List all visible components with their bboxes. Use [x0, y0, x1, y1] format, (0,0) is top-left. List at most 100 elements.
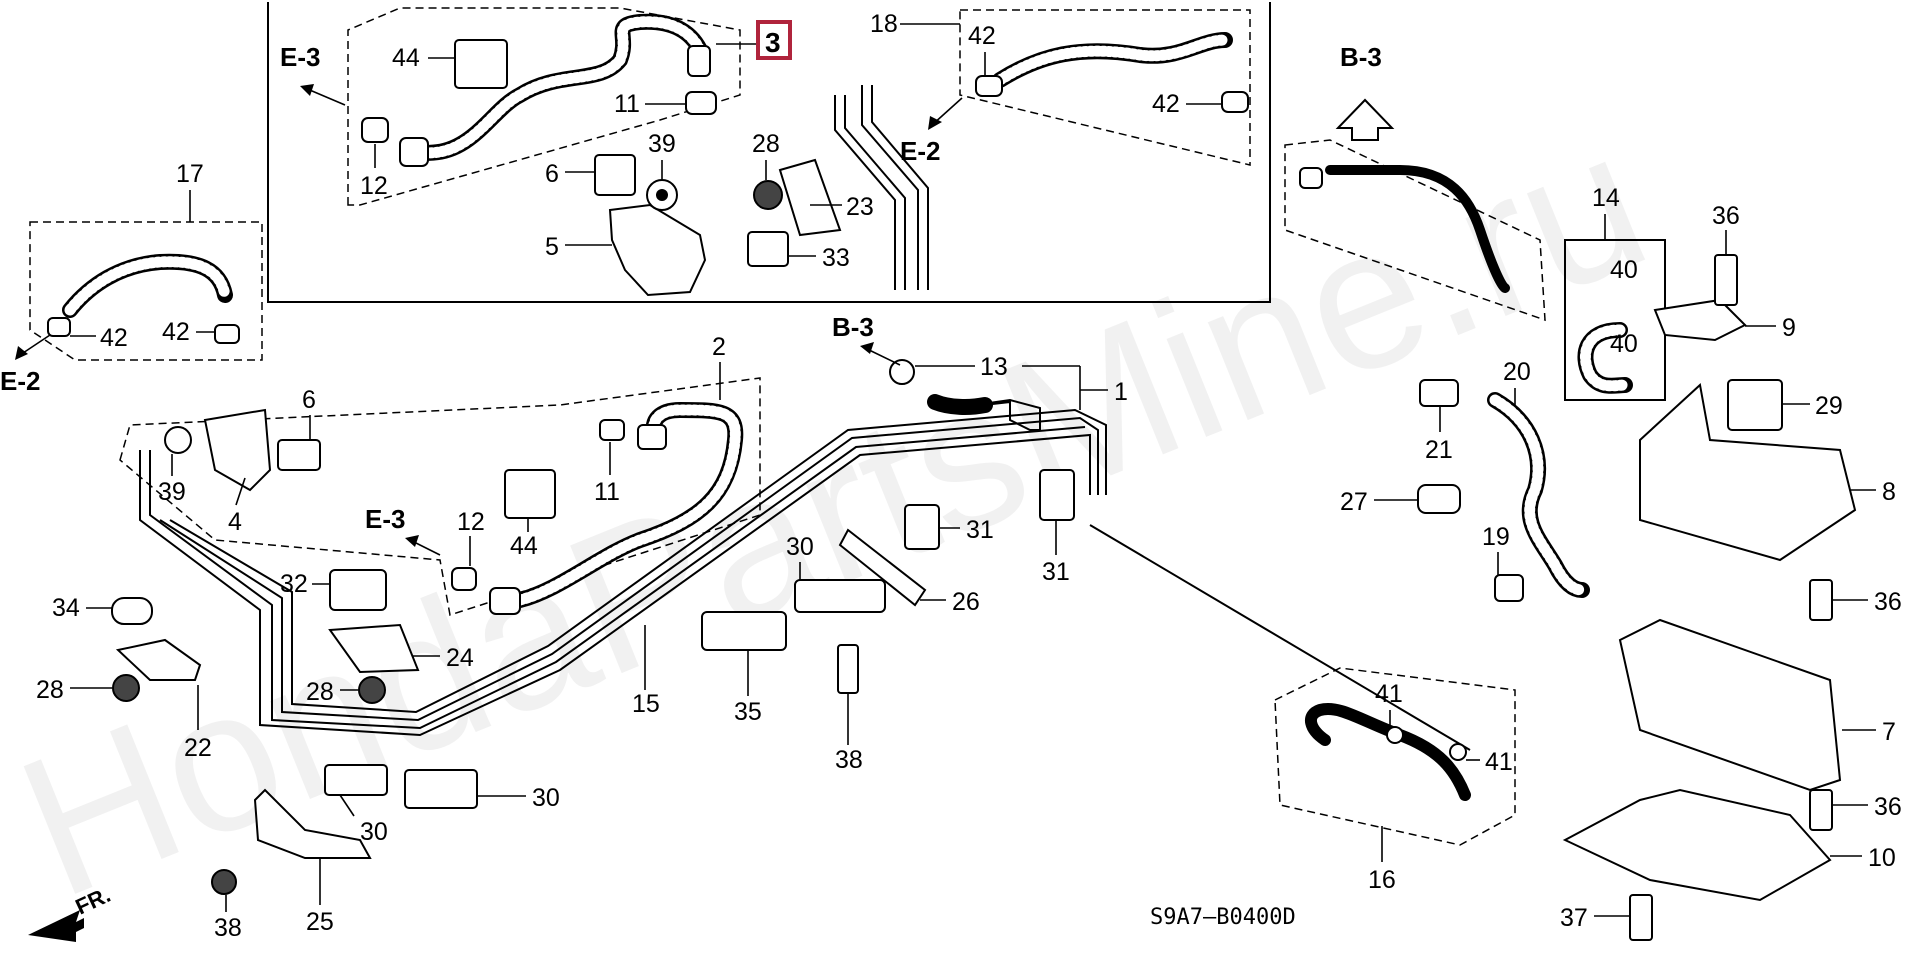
- part-label-42-left-b[interactable]: 42: [162, 318, 190, 346]
- bracket-4: [203, 408, 272, 492]
- part-label-35[interactable]: 35: [734, 698, 762, 726]
- section-ref-e2-top[interactable]: E-2: [900, 136, 940, 166]
- part-label-27[interactable]: 27: [1340, 488, 1368, 516]
- part-label-6-mid[interactable]: 6: [302, 386, 316, 414]
- part-label-11-mid[interactable]: 11: [594, 478, 620, 506]
- part-label-38-mid[interactable]: 38: [835, 746, 863, 774]
- part-label-41-a[interactable]: 41: [1375, 680, 1403, 708]
- part-label-30-bl-a[interactable]: 30: [360, 818, 388, 846]
- clip-11-top: [685, 91, 717, 115]
- part-label-34[interactable]: 34: [52, 594, 80, 622]
- highlight-box-3[interactable]: [756, 20, 792, 60]
- part-label-38-left[interactable]: 38: [214, 914, 242, 942]
- hose-joint-2-right: [637, 424, 667, 450]
- connector-44-top: [454, 39, 508, 89]
- bracket-23: [778, 158, 842, 237]
- clamp-27: [1417, 484, 1461, 514]
- hose-joint-top-right: [687, 45, 711, 77]
- part-label-39-mid[interactable]: 39: [158, 478, 186, 506]
- part-label-31-b[interactable]: 31: [1042, 558, 1070, 586]
- part-label-22[interactable]: 22: [184, 734, 212, 762]
- part-label-24[interactable]: 24: [446, 644, 474, 672]
- part-label-44-mid[interactable]: 44: [510, 532, 538, 560]
- part-label-21[interactable]: 21: [1425, 436, 1453, 464]
- part-label-28-mid[interactable]: 28: [306, 678, 334, 706]
- inset-frame-top: [267, 2, 1271, 303]
- clip-b3: [1299, 167, 1323, 189]
- section-ref-e3-top[interactable]: E-3: [280, 42, 320, 72]
- part-label-13[interactable]: 13: [980, 353, 1008, 381]
- part-label-29[interactable]: 29: [1815, 392, 1843, 420]
- part-label-39-top[interactable]: 39: [648, 130, 676, 158]
- part-label-36-mid[interactable]: 36: [1874, 588, 1902, 616]
- part-label-12-mid[interactable]: 12: [457, 508, 485, 536]
- section-ref-b3-right[interactable]: B-3: [1340, 42, 1382, 72]
- clip-6-mid: [277, 439, 321, 471]
- part-label-9[interactable]: 9: [1782, 314, 1796, 342]
- clip-13: [889, 359, 915, 385]
- part-label-42-top-b[interactable]: 42: [1152, 90, 1180, 118]
- clip-12-top: [361, 117, 389, 143]
- part-label-12-top[interactable]: 12: [360, 172, 388, 200]
- part-label-42-top-a[interactable]: 42: [968, 22, 996, 50]
- part-label-19[interactable]: 19: [1482, 523, 1510, 551]
- fuel-pipe-15-a: [139, 433, 1091, 737]
- part-label-28-top[interactable]: 28: [752, 130, 780, 158]
- bolt-38-mid: [837, 644, 859, 694]
- part-label-36-low[interactable]: 36: [1874, 793, 1902, 821]
- part-label-44-top[interactable]: 44: [392, 44, 420, 72]
- front-arrow-icon: [28, 910, 84, 942]
- part-label-42-left-a[interactable]: 42: [100, 324, 128, 352]
- part-label-14[interactable]: 14: [1592, 184, 1620, 212]
- part-label-15[interactable]: 15: [632, 690, 660, 718]
- bolt-36-top: [1714, 254, 1738, 306]
- hose-b3: [1325, 165, 1510, 293]
- part-label-7[interactable]: 7: [1882, 718, 1896, 746]
- part-label-2[interactable]: 2: [712, 333, 726, 361]
- part-label-18[interactable]: 18: [870, 10, 898, 38]
- bolt-38-left: [211, 869, 237, 895]
- part-label-40-b[interactable]: 40: [1610, 330, 1638, 358]
- part-label-40-a[interactable]: 40: [1610, 256, 1638, 284]
- part-label-23[interactable]: 23: [846, 193, 874, 221]
- part-label-20[interactable]: 20: [1503, 358, 1531, 386]
- part-label-6-top[interactable]: 6: [545, 160, 559, 188]
- grommet-39-mid: [164, 426, 192, 454]
- part-label-37[interactable]: 37: [1560, 904, 1588, 932]
- clamp-41-a: [1386, 726, 1404, 744]
- watermark: HondaPartsMine.ru: [0, 88, 1674, 940]
- section-ref-b3-mid[interactable]: B-3: [832, 312, 874, 342]
- part-label-36-top[interactable]: 36: [1712, 202, 1740, 230]
- part-label-17[interactable]: 17: [176, 160, 204, 188]
- part-label-11-top[interactable]: 11: [614, 90, 640, 118]
- part-label-32[interactable]: 32: [280, 570, 308, 598]
- part-label-5[interactable]: 5: [545, 233, 559, 261]
- part-label-4[interactable]: 4: [228, 508, 242, 536]
- bracket-22: [115, 638, 202, 681]
- section-ref-e2-left[interactable]: E-2: [0, 366, 40, 396]
- grommet-28-top: [753, 180, 783, 210]
- part-label-16[interactable]: 16: [1368, 866, 1396, 894]
- pipe-1: [939, 398, 1041, 431]
- clip-30-bl-a: [324, 764, 388, 796]
- part-label-30-bl-b[interactable]: 30: [532, 784, 560, 812]
- bracket-25: [253, 788, 372, 859]
- dashed-frame-12-44: [347, 7, 741, 206]
- part-label-26[interactable]: 26: [952, 588, 980, 616]
- bracket-10: [1562, 788, 1832, 902]
- part-label-33[interactable]: 33: [822, 244, 850, 272]
- clamp-42-left-b: [214, 324, 240, 344]
- part-label-30-mid[interactable]: 30: [786, 533, 814, 561]
- part-label-28-left[interactable]: 28: [36, 676, 64, 704]
- part-label-3[interactable]: 3: [765, 27, 781, 58]
- part-label-25[interactable]: 25: [306, 908, 334, 936]
- part-label-10[interactable]: 10: [1868, 844, 1896, 872]
- bracket-8: [1639, 383, 1857, 562]
- grommet-34: [111, 597, 153, 625]
- part-label-31-a[interactable]: 31: [966, 516, 994, 544]
- section-ref-e3-mid[interactable]: E-3: [365, 504, 405, 534]
- part-label-8[interactable]: 8: [1882, 478, 1896, 506]
- part-label-41-b[interactable]: 41: [1485, 748, 1513, 776]
- part-label-1[interactable]: 1: [1114, 378, 1128, 406]
